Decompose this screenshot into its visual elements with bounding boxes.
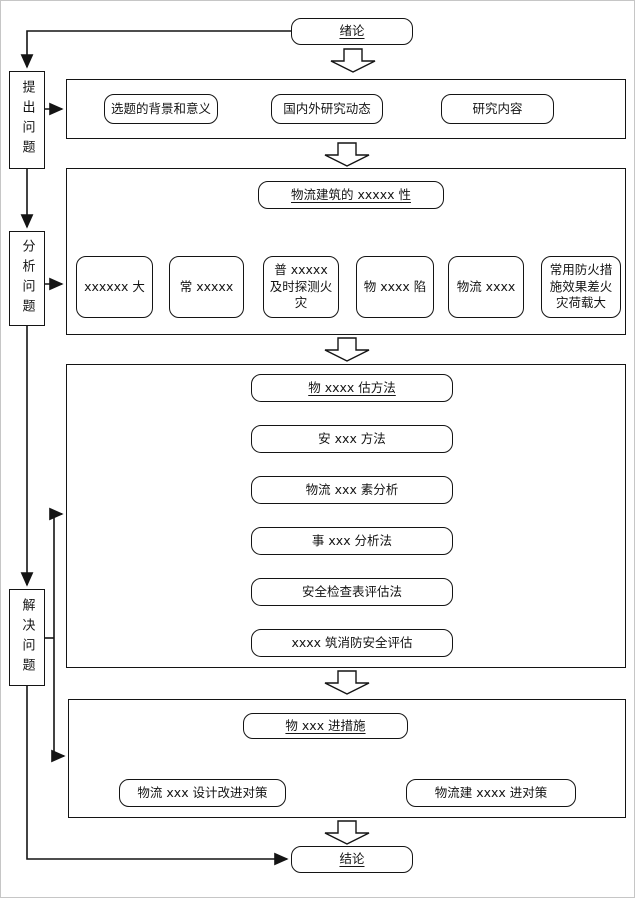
flow-arrow-icon bbox=[324, 670, 370, 695]
analyze-child-5: 物流 xxxx bbox=[448, 256, 524, 318]
flow-arrow-icon bbox=[324, 820, 370, 845]
raise-child-research-trends: 国内外研究动态 bbox=[271, 94, 383, 124]
analyze-title-node: 物流建筑的 xxxxx 性 bbox=[258, 181, 444, 209]
analyze-child-3: 普 xxxxx 及时探测火灾 bbox=[263, 256, 339, 318]
flow-arrow-icon bbox=[330, 48, 376, 73]
measures-title-node: 物 xxx 进措施 bbox=[243, 713, 408, 739]
measures-child-1: 物流 xxx 设计改进对策 bbox=[119, 779, 286, 807]
analyze-child-4: 物 xxxx 陷 bbox=[356, 256, 434, 318]
measures-child-2: 物流建 xxxx 进对策 bbox=[406, 779, 576, 807]
method-3: 物流 xxx 素分析 bbox=[251, 476, 453, 504]
rail-solve-problem: 解决问题 bbox=[9, 589, 45, 686]
method-5: 安全检查表评估法 bbox=[251, 578, 453, 606]
intro-node: 绪论 bbox=[291, 18, 413, 45]
method-2: 安 xxx 方法 bbox=[251, 425, 453, 453]
method-1: 物 xxxx 估方法 bbox=[251, 374, 453, 402]
rail-analyze-problem: 分析问题 bbox=[9, 231, 45, 326]
flow-arrow-icon bbox=[324, 337, 370, 362]
conclusion-node: 结论 bbox=[291, 846, 413, 873]
flow-arrow-icon bbox=[324, 142, 370, 167]
raise-child-research-content: 研究内容 bbox=[441, 94, 554, 124]
section-methods bbox=[66, 364, 626, 668]
analyze-child-1: xxxxxx 大 bbox=[76, 256, 153, 318]
analyze-child-6: 常用防火措施效果差火灾荷载大 bbox=[541, 256, 621, 318]
method-6: xxxx 筑消防安全评估 bbox=[251, 629, 453, 657]
raise-child-background: 选题的背景和意义 bbox=[104, 94, 218, 124]
analyze-child-2: 常 xxxxx bbox=[169, 256, 244, 318]
rail-raise-problem: 提出问题 bbox=[9, 71, 45, 169]
method-4: 事 xxx 分析法 bbox=[251, 527, 453, 555]
